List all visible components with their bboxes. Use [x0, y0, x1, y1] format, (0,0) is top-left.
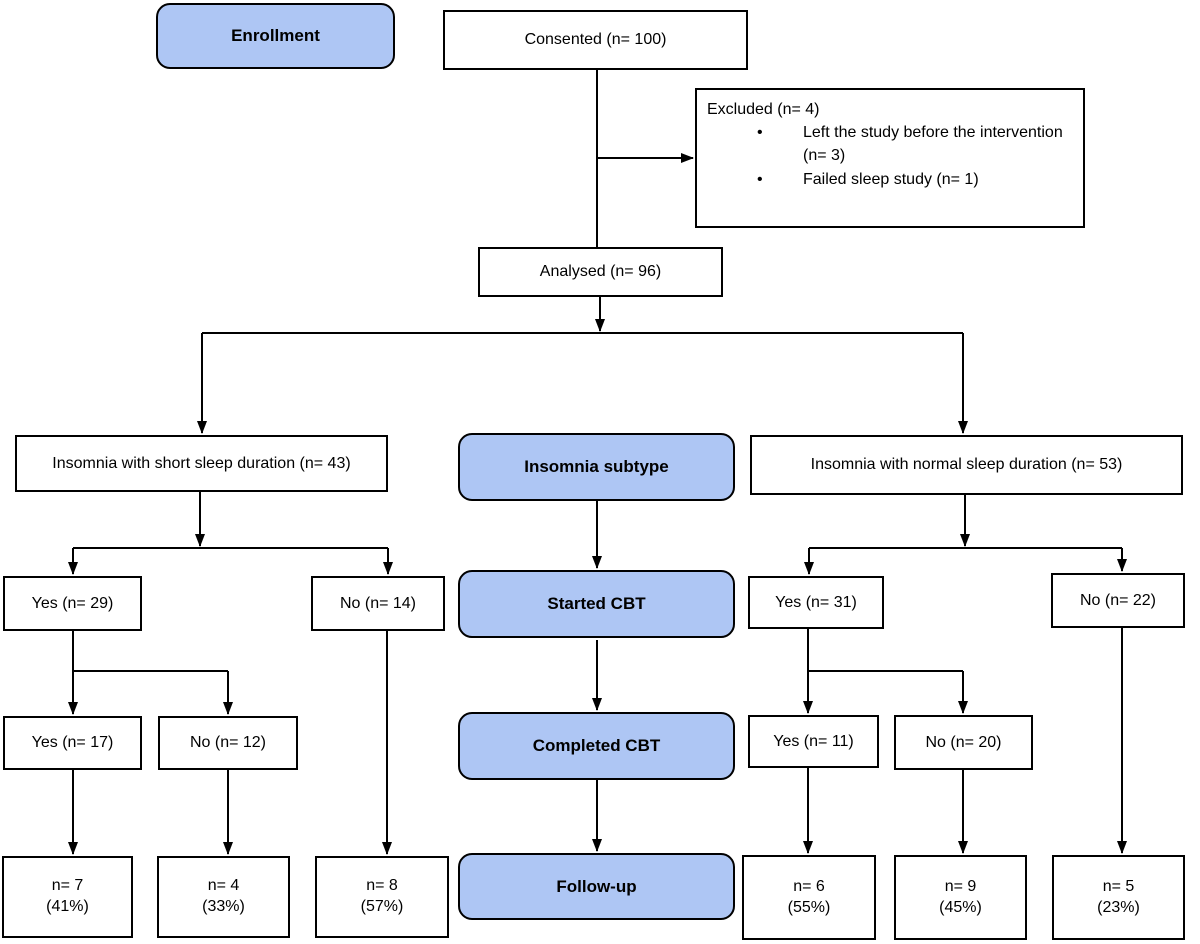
node-outcome-normal-no: n= 9 (45%) — [894, 855, 1027, 940]
node-analysed: Analysed (n= 96) — [478, 247, 723, 297]
node-normal-completed-yes-label: Yes (n= 11) — [773, 732, 854, 750]
outcome-n: n= 9 — [944, 877, 977, 895]
node-normal-started-yes: Yes (n= 31) — [748, 576, 884, 629]
node-normal-completed-no-label: No (n= 20) — [925, 733, 1002, 751]
outcome-n: n= 7 — [51, 877, 84, 895]
excluded-item-text: Failed sleep study (n= 1) — [803, 170, 979, 188]
node-short-completed-yes: Yes (n= 17) — [3, 716, 142, 770]
node-short-completed-no-label: No (n= 12) — [189, 734, 267, 751]
node-short-completed-yes-label: Yes (n= 17) — [31, 734, 114, 751]
outcome-n: n= 5 — [1102, 877, 1135, 895]
node-outcome-short-nostart: n= 8 (57%) — [315, 856, 449, 938]
stage-insomnia-subtype: Insomnia subtype — [458, 433, 735, 501]
stage-insomnia-subtype-label: Insomnia subtype — [524, 457, 669, 477]
node-normal-started-no-label: No (n= 22) — [1079, 591, 1157, 609]
node-normal-sleep: Insomnia with normal sleep duration (n= … — [750, 435, 1183, 495]
node-normal-completed-yes: Yes (n= 11) — [748, 715, 879, 768]
stage-followup-label: Follow-up — [556, 876, 637, 896]
node-excluded: Excluded (n= 4) • Left the study before … — [695, 88, 1085, 228]
node-short-started-yes-label: Yes (n= 29) — [31, 594, 114, 612]
outcome-pct: (33%) — [202, 898, 245, 915]
node-excluded-title: Excluded (n= 4) — [707, 101, 820, 118]
excluded-bullet-item: • Left the study before the intervention… — [707, 121, 1073, 167]
node-consented-label: Consented (n= 100) — [524, 31, 667, 48]
bullet-icon: • — [757, 170, 763, 188]
node-normal-started-no: No (n= 22) — [1051, 573, 1185, 628]
node-short-completed-no: No (n= 12) — [158, 716, 298, 770]
outcome-n: n= 6 — [793, 877, 825, 895]
excluded-item-text: Left the study before the intervention (… — [803, 124, 1063, 165]
node-short-started-yes: Yes (n= 29) — [3, 576, 142, 631]
node-outcome-short-yes: n= 7 (41%) — [2, 856, 133, 938]
node-outcome-normal-nostart: n= 5 (23%) — [1052, 855, 1185, 940]
stage-completed-cbt: Completed CBT — [458, 712, 735, 780]
stage-started-cbt: Started CBT — [458, 570, 735, 638]
stage-started-cbt-label: Started CBT — [547, 594, 646, 614]
node-short-sleep-label: Insomnia with short sleep duration (n= 4… — [52, 454, 351, 472]
node-short-started-no: No (n= 14) — [311, 576, 445, 631]
stage-completed-cbt-label: Completed CBT — [532, 736, 661, 756]
outcome-n: n= 8 — [366, 877, 398, 895]
outcome-pct: (23%) — [1097, 898, 1140, 916]
node-analysed-label: Analysed (n= 96) — [539, 263, 662, 280]
node-normal-completed-no: No (n= 20) — [894, 715, 1033, 770]
node-normal-sleep-label: Insomnia with normal sleep duration (n= … — [810, 456, 1123, 473]
node-short-sleep: Insomnia with short sleep duration (n= 4… — [15, 435, 388, 492]
stage-followup: Follow-up — [458, 853, 735, 920]
outcome-pct: (55%) — [787, 898, 831, 916]
node-outcome-normal-yes: n= 6 (55%) — [742, 855, 876, 940]
node-consented: Consented (n= 100) — [443, 10, 748, 70]
outcome-pct: (41%) — [46, 898, 89, 915]
outcome-n: n= 4 — [207, 877, 240, 895]
node-normal-started-yes-label: Yes (n= 31) — [775, 593, 857, 611]
outcome-pct: (45%) — [939, 898, 982, 916]
stage-enrollment: Enrollment — [156, 3, 395, 69]
stage-enrollment-label: Enrollment — [231, 26, 320, 46]
excluded-bullet-item: • Failed sleep study (n= 1) — [707, 168, 1073, 191]
node-short-started-no-label: No (n= 14) — [339, 594, 417, 612]
node-outcome-short-no: n= 4 (33%) — [157, 856, 290, 938]
bullet-icon: • — [757, 124, 763, 142]
outcome-pct: (57%) — [360, 898, 404, 915]
